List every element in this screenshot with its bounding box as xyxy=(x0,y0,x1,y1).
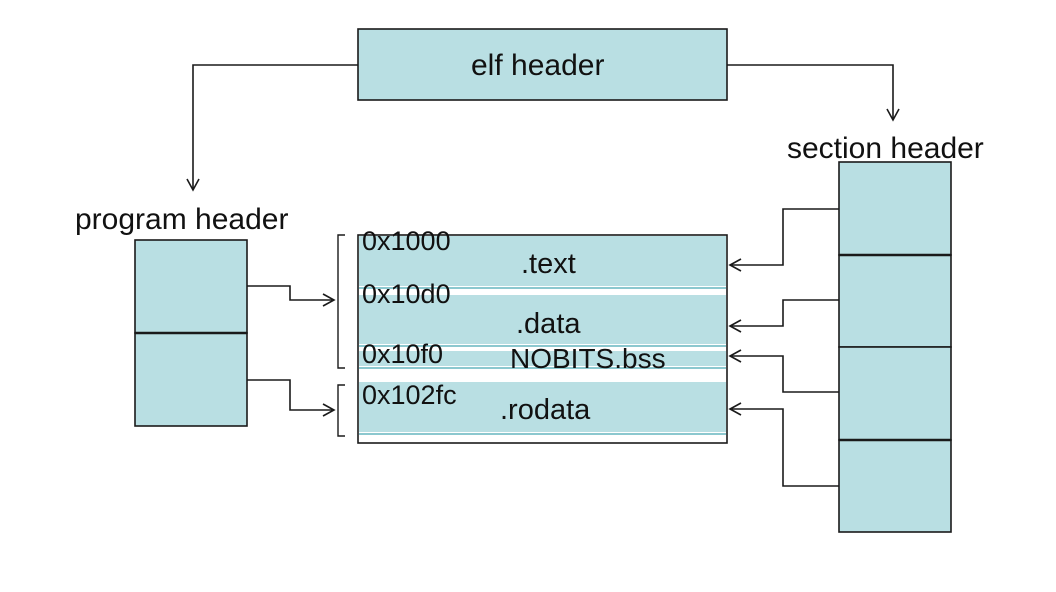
elf-header-box xyxy=(357,28,728,101)
rodata-address: 0x102fc xyxy=(362,380,457,410)
segment-2-bracket xyxy=(337,384,345,437)
program-entry-1-arrow xyxy=(247,285,336,307)
section-header-entry xyxy=(838,346,952,441)
program-entry-2-arrow xyxy=(247,379,336,417)
region-rodata-band xyxy=(359,382,726,432)
section-header-entry xyxy=(838,439,952,533)
program-header-entry xyxy=(134,239,248,334)
elf-to-program-header-arrow xyxy=(186,64,358,192)
text-section-label: .text xyxy=(521,248,576,280)
rodata-section-label: .rodata xyxy=(500,394,591,426)
data-section-label: .data xyxy=(516,308,581,340)
program-header-title: program header xyxy=(75,203,289,236)
text-address: 0x1000 xyxy=(362,226,451,256)
elf-to-section-header-arrow xyxy=(727,64,900,122)
memory-map xyxy=(357,234,728,444)
section-entry-3-arrow xyxy=(728,349,839,393)
region-data-band xyxy=(359,295,726,344)
program-header-table xyxy=(134,239,248,427)
data-address: 0x10d0 xyxy=(362,279,451,309)
section-entry-1-arrow xyxy=(728,208,839,272)
region-text-band xyxy=(359,236,726,286)
section-header-entry xyxy=(838,254,952,348)
region-bss-band xyxy=(359,351,726,366)
section-header-table xyxy=(838,161,952,533)
section-header-entry xyxy=(838,161,952,256)
section-header-title: section header xyxy=(787,132,984,165)
bss-address: 0x10f0 xyxy=(362,339,444,369)
elf-header-label: elf header xyxy=(471,49,605,82)
bss-section-label: NOBITS.bss xyxy=(510,343,666,374)
segment-1-bracket xyxy=(337,234,345,369)
program-header-entry xyxy=(134,332,248,427)
section-entry-4-arrow xyxy=(728,402,839,487)
section-entry-2-arrow xyxy=(728,299,839,333)
